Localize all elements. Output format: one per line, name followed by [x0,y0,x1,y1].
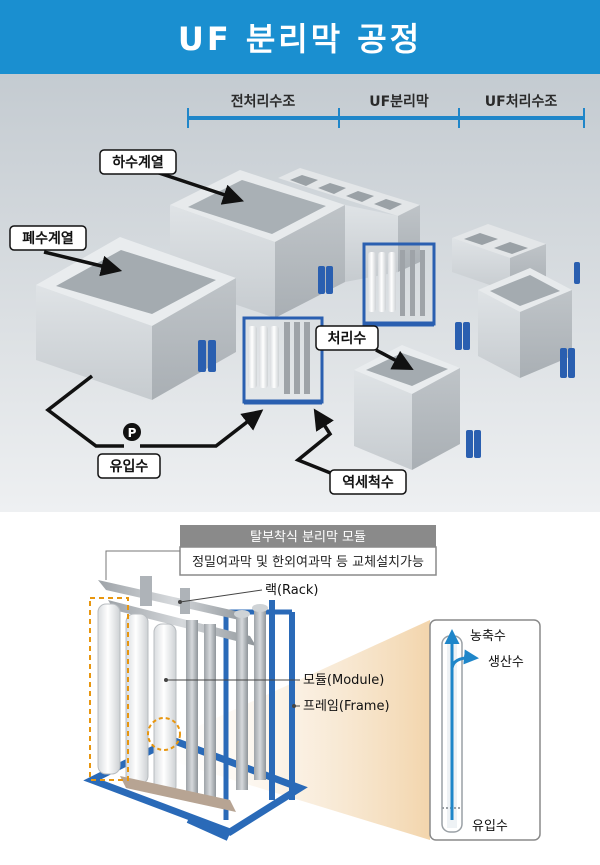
tag-sewage-text: 하수계열 [112,154,164,171]
tag-inflow-text: 유입수 [110,459,149,475]
rack-label: 랙(Rack) [265,583,319,598]
pump-symbol: P [123,423,141,441]
module-callout: 탈부착식 분리막 모듈 정밀여과막 및 한외여과막 등 교체설치가능 [106,525,436,580]
tank-uf-treated [478,268,572,378]
tank-treated-water [354,345,460,470]
membrane-inflow-label: 유입수 [472,819,508,834]
membrane-flow-panel: 농축수 생산수 유입수 [430,620,540,840]
tag-treated: 처리수 [316,326,378,350]
stage-label-uf-treated: UF처리수조 [485,94,558,110]
tag-sewage: 하수계열 [100,150,176,174]
tag-treated-text: 처리수 [328,331,367,347]
module-callout-title: 탈부착식 분리막 모듈 [250,530,366,545]
product-label: 생산수 [488,655,524,670]
tag-inflow: 유입수 [98,454,160,478]
tag-backwash-text: 역세척수 [342,474,394,491]
concentrate-label: 농축수 [470,629,506,644]
stage-label-pretreatment: 전처리수조 [231,93,296,110]
module-label: 모듈(Module) [303,673,384,688]
module-callout-sub: 정밀여과막 및 한외여과막 등 교체설치가능 [192,555,424,570]
tag-backwash: 역세척수 [330,470,406,494]
tag-wastewater-text: 폐수계열 [22,230,74,247]
pump-symbol-label: P [128,426,137,440]
tag-wastewater: 폐수계열 [10,226,86,250]
frame-label: 프레임(Frame) [303,699,390,714]
stage-label-uf-membrane: UF분리막 [369,93,429,110]
